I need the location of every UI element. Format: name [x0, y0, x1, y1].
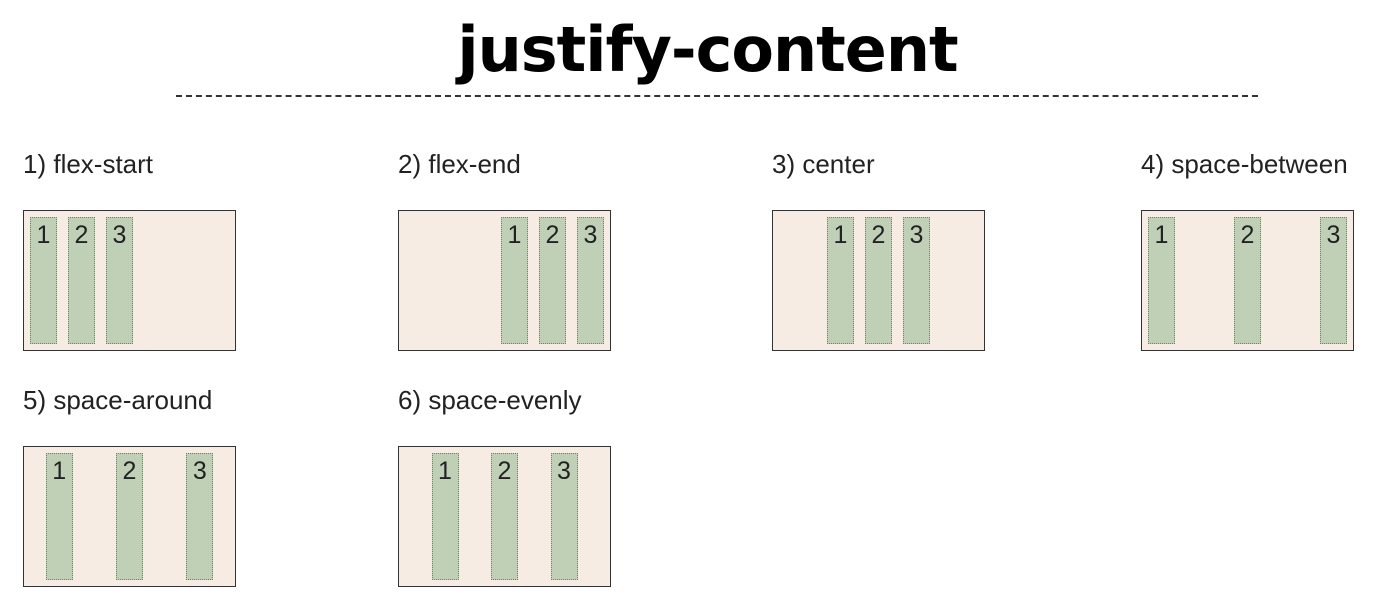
flex-item: 2 — [1234, 217, 1261, 344]
title-divider — [176, 95, 1258, 97]
flex-container: 1 2 3 — [398, 210, 611, 351]
diagram-title: justify-content — [457, 13, 958, 86]
flex-container: 1 2 3 — [398, 446, 611, 587]
flex-container: 1 2 3 — [1141, 210, 1354, 351]
flex-item: 3 — [577, 217, 604, 344]
flex-item: 1 — [45, 453, 73, 580]
flex-item: 1 — [501, 217, 528, 344]
flex-item: 1 — [1148, 217, 1175, 344]
flex-item: 2 — [539, 217, 566, 344]
flex-item: 3 — [1320, 217, 1347, 344]
flex-item: 2 — [68, 217, 95, 344]
flex-item: 1 — [827, 217, 854, 344]
flex-item: 2 — [115, 453, 143, 580]
example-label: 6) space-evenly — [398, 385, 582, 415]
example-label: 3) center — [772, 149, 875, 179]
example-label: 4) space-between — [1141, 149, 1348, 179]
flex-item: 3 — [903, 217, 930, 344]
flex-item: 3 — [550, 453, 578, 580]
flex-container: 1 2 3 — [23, 210, 236, 351]
flex-item: 3 — [186, 453, 214, 580]
flex-item: 2 — [865, 217, 892, 344]
flex-item: 1 — [30, 217, 57, 344]
flex-container: 1 2 3 — [772, 210, 985, 351]
example-label: 2) flex-end — [398, 149, 521, 179]
flex-item: 2 — [491, 453, 518, 580]
example-label: 1) flex-start — [23, 149, 154, 179]
flex-item: 3 — [106, 217, 133, 344]
example-label: 5) space-around — [23, 385, 213, 415]
flex-item: 1 — [431, 453, 459, 580]
flex-container: 1 2 3 — [23, 446, 236, 587]
